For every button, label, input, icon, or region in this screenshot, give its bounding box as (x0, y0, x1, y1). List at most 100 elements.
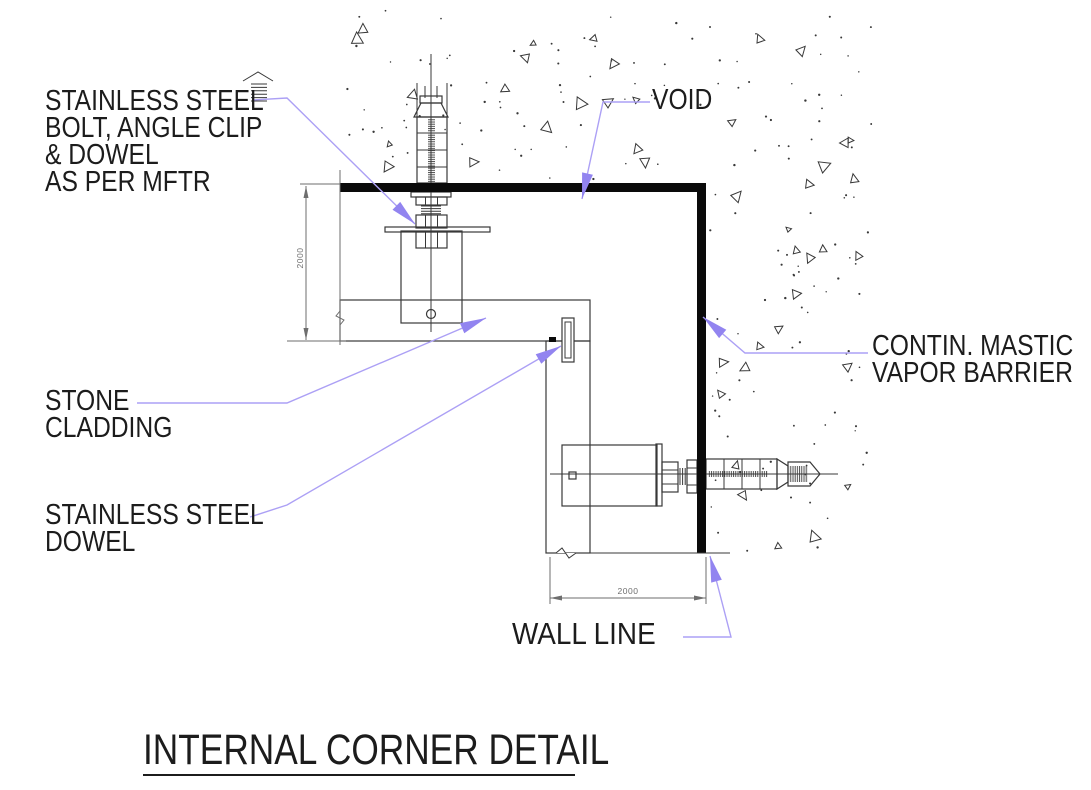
stipple-dot (405, 126, 408, 129)
stipple-triangle (718, 357, 730, 369)
stipple-dot (516, 112, 519, 115)
stipple-dot (738, 379, 741, 382)
stipple-dot (520, 154, 523, 157)
stipple-dot (755, 32, 757, 35)
stipple-dot (805, 464, 808, 467)
stipple-dot (562, 101, 565, 103)
stipple-dot (789, 496, 793, 499)
stipple-dot (854, 425, 858, 428)
stipple-dot (560, 91, 562, 93)
stipple-dot (583, 37, 586, 40)
stipple-dot (592, 177, 595, 181)
stipple-dot (813, 442, 816, 445)
stipple-dot (869, 26, 872, 29)
stipple-dot (675, 21, 678, 25)
anchor-cone (413, 102, 449, 118)
anchor-tip (787, 461, 821, 487)
stipple-dot (834, 243, 837, 246)
stipple-triangle (406, 88, 419, 100)
concrete-stipple-texture (346, 9, 873, 552)
stipple-dot (653, 97, 657, 100)
stipple-triangle (773, 325, 784, 335)
stipple-dot (733, 163, 736, 167)
stipple-dot (589, 75, 592, 78)
stipple-dot (866, 231, 870, 234)
stipple-dot (847, 349, 850, 353)
wall-line-leader (683, 555, 732, 638)
label-wall-line: WALL LINE (512, 616, 656, 651)
stipple-dot (633, 61, 635, 64)
stipple-dot (850, 379, 853, 382)
stipple-dot (459, 122, 461, 124)
stipple-dot (717, 82, 720, 85)
dim-arrow (303, 328, 309, 340)
break-symbol (335, 310, 345, 326)
label-line: WALL LINE (512, 616, 656, 651)
stipple-triangle (539, 120, 553, 134)
stipple-dot (840, 94, 843, 97)
stipple-triangle (785, 226, 793, 233)
stipple-dot (348, 133, 351, 136)
top-anchor-assembly (384, 54, 491, 332)
stipple-dot (549, 177, 551, 179)
hex-nut (415, 196, 448, 206)
stipple-dot (833, 411, 836, 414)
cladding-horizontal-panel (339, 299, 591, 342)
stipple-triangle (386, 139, 394, 148)
void-leader (581, 101, 650, 200)
stipple-dot (483, 100, 486, 104)
stipple-dot (806, 311, 809, 314)
stipple-dot (446, 57, 448, 60)
stipple-triangle (383, 160, 396, 173)
stipple-triangle (773, 541, 783, 550)
stipple-dot (718, 59, 721, 62)
caret-symbol (242, 71, 274, 82)
stipple-triangle (529, 39, 537, 46)
label-line: CONTIN. MASTIC (872, 330, 1074, 362)
stipple-dot (762, 467, 765, 470)
stipple-dot (737, 333, 739, 335)
label-line: AS PER MFTR (45, 166, 211, 198)
stipple-dot (854, 430, 856, 432)
stipple-triangle (357, 22, 369, 34)
stipple-triangle (809, 529, 823, 543)
stipple-dot (480, 129, 483, 132)
stipple-triangle (729, 190, 742, 204)
stipple-triangle (575, 95, 589, 111)
stipple-dot (870, 123, 873, 125)
corner-dowel (561, 317, 575, 363)
dowel-outer (561, 317, 575, 363)
stipple-dot (718, 415, 721, 418)
dowel-hole (425, 308, 437, 320)
spring-coil (421, 205, 441, 215)
stipple-triangle (350, 30, 365, 44)
stipple-dot (769, 460, 772, 463)
stipple-dot (381, 126, 383, 129)
label-mastic-vapor-barrier: CONTIN. MASTIC VAPOR BARRIER (872, 330, 1074, 388)
stipple-dot (634, 82, 636, 85)
stipple-triangle (736, 489, 748, 502)
stipple-dot (853, 196, 855, 198)
stipple-dot (818, 120, 821, 123)
stipple-triangle (633, 142, 644, 155)
stipple-triangle (791, 288, 803, 301)
stipple-dot (499, 106, 502, 109)
label-stainless-dowel: STAINLESS STEEL DOWEL (45, 501, 264, 557)
stipple-dot (557, 49, 560, 52)
stipple-dot (440, 17, 442, 20)
stipple-dot (714, 479, 717, 482)
stipple-dot (625, 162, 627, 165)
stipple-dot (787, 145, 790, 148)
stipple-triangle (601, 98, 615, 109)
stipple-dot (650, 94, 653, 97)
stipple-dot (843, 197, 846, 199)
label-line: STAINLESS STEEL (45, 85, 264, 117)
stipple-triangle (609, 57, 621, 70)
stipple-dot (764, 115, 768, 118)
stipple-triangle (717, 389, 727, 400)
stipple-dot (798, 341, 802, 344)
stipple-triangle (588, 33, 598, 42)
break-symbol (555, 547, 577, 559)
stipple-dot (715, 372, 718, 374)
